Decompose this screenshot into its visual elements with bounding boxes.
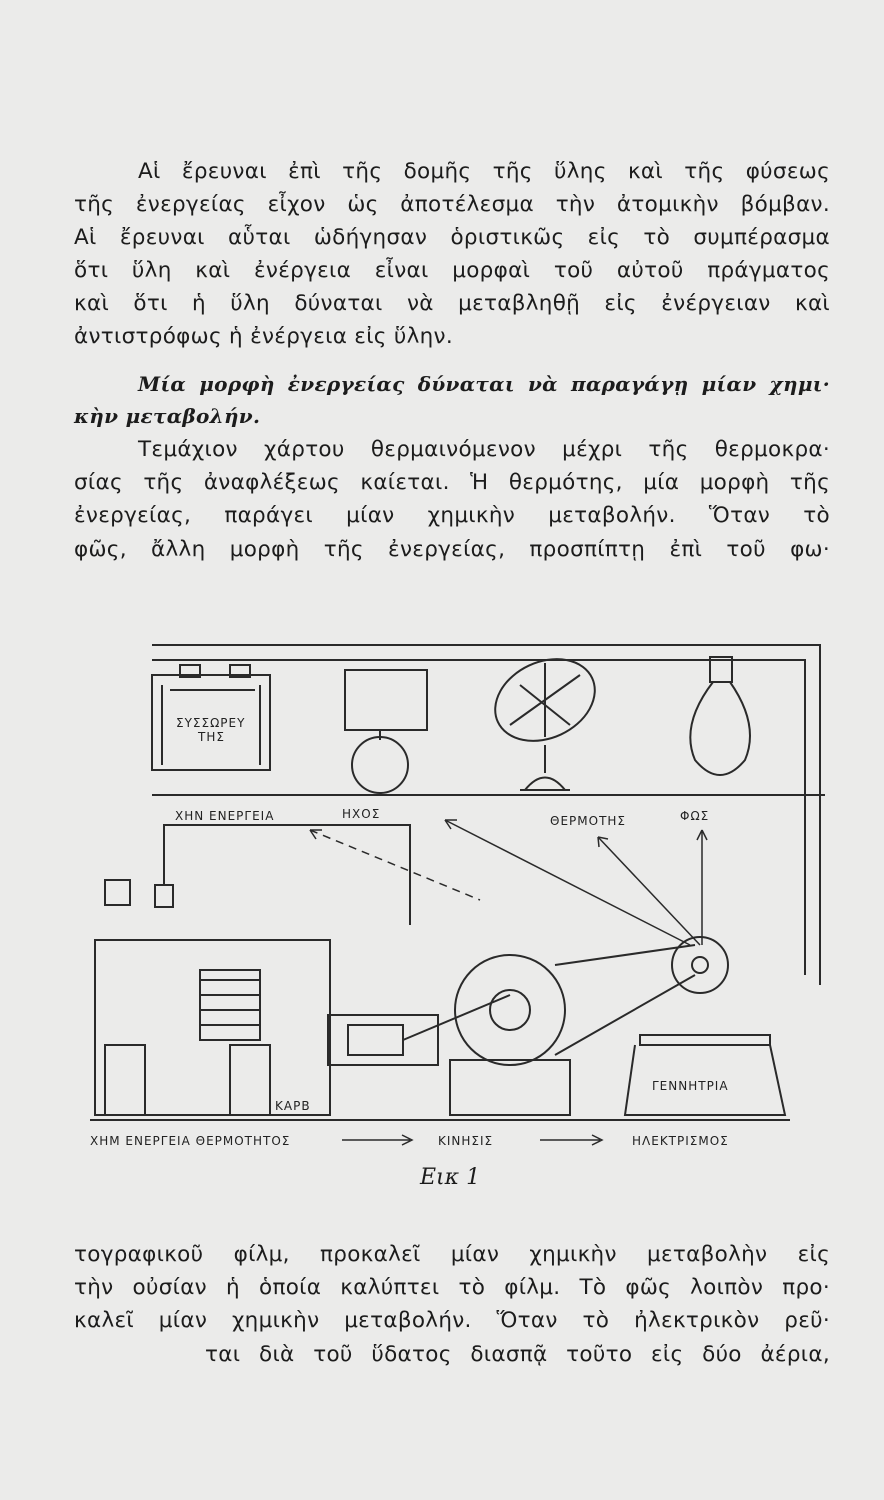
flow-arrow [342,1134,414,1146]
text-line: ται διὰ τοῦ ὕδατος διασπᾷ τοῦτο εἰς δύο … [205,1342,830,1367]
energy-transformation-figure: ΣΥΣΣΩΡΕΥ ΤΗΣ ΧΗΝ ΕΝΕΡΓΕΙΑ ΗΧΟΣ ΘΕΡΜΟΤΗΣ … [90,644,825,1148]
flow-electricity: ΗΛΕΚΤΡΙΣΜΟΣ [632,1134,729,1148]
wire [152,644,821,985]
coal-label: ΚΑΡΒ [275,1099,311,1113]
steam-engine-drawing [327,944,696,1116]
text-line: καλεῖ μίαν χημικὴν μεταβολήν. Ὅταν τὸ ἠλ… [74,1308,830,1333]
generator-label: ΓΕΝΝΗΤΡΙΑ [652,1079,729,1093]
flow-chemical-heat: ΧΗΜ ΕΝΕΡΓΕΙΑ ΘΕΡΜΟΤΗΤΟΣ [90,1134,290,1148]
generator-drawing: ΓΕΝΝΗΤΡΙΑ [623,936,787,1116]
accumulator-label-2: ΤΗΣ [197,730,225,744]
heat-label: ΘΕΡΜΟΤΗΣ [550,814,626,828]
flow-motion: ΚΙΝΗΣΙΣ [438,1134,493,1148]
chemical-energy-label: ΧΗΝ ΕΝΕΡΓΕΙΑ [175,809,274,823]
text-line: ἀντιστρόφως ἡ ἐνέργεια εἰς ὕλην. [74,324,453,349]
text-line: φῶς, ἄλλη μορφὴ τῆς ἐνεργείας, προσπίπτῃ… [74,537,830,562]
wire [152,659,806,975]
light-bulb-drawing [689,656,751,776]
text-line: ὅτι ὕλη καὶ ἐνέργεια εἶναι μορφαὶ τοῦ αὐ… [74,258,830,283]
section-heading: κὴν μεταβολήν. [74,404,261,428]
figure-caption: Εικ 1 [420,1165,481,1190]
bell-drawing [344,669,428,794]
flow-arrow [540,1134,604,1146]
text-line: σίας τῆς ἀναφλέξεως καίεται. Ἡ θερμότης,… [74,470,830,495]
sound-label: ΗΧΟΣ [342,807,380,821]
accumulator-drawing: ΣΥΣΣΩΡΕΥ ΤΗΣ [151,664,271,771]
section-heading: Μία μορφὴ ἐνεργείας δύναται νὰ παραγάγῃ … [138,372,830,396]
text-line: καὶ ὅτι ἡ ὕλη δύναται νὰ μεταβληθῇ εἰς ἐ… [74,291,830,316]
light-label: ΦΩΣ [680,809,709,823]
text-line: Αἱ ἔρευναι αὗται ὡδήγησαν ὁριστικῶς εἰς … [74,225,830,250]
text-line: Αἱ ἔρευναι ἐπὶ τῆς δομῆς τῆς ὕλης καὶ τῆ… [138,159,830,184]
text-line: τὴν οὐσίαν ἡ ὁποία καλύπτει τὸ φίλμ. Τὸ … [74,1275,830,1300]
furnace-drawing: ΚΑΡΒ [94,824,411,1116]
energy-arrows [309,819,708,946]
heater-drawing [494,658,596,791]
text-line: ἐνεργείας, παράγει μίαν χημικὴν μεταβολή… [74,503,830,528]
text-line: τογραφικοῦ φίλμ, προκαλεῖ μίαν χημικὴν μ… [74,1242,830,1267]
text-line: Τεμάχιον χάρτου θερμαινόμενον μέχρι τῆς … [138,437,830,462]
accumulator-label: ΣΥΣΣΩΡΕΥ [176,716,245,730]
text-line: τῆς ἐνεργείας εἶχον ὡς ἀποτέλεσμα τὴν ἀτ… [74,192,830,217]
